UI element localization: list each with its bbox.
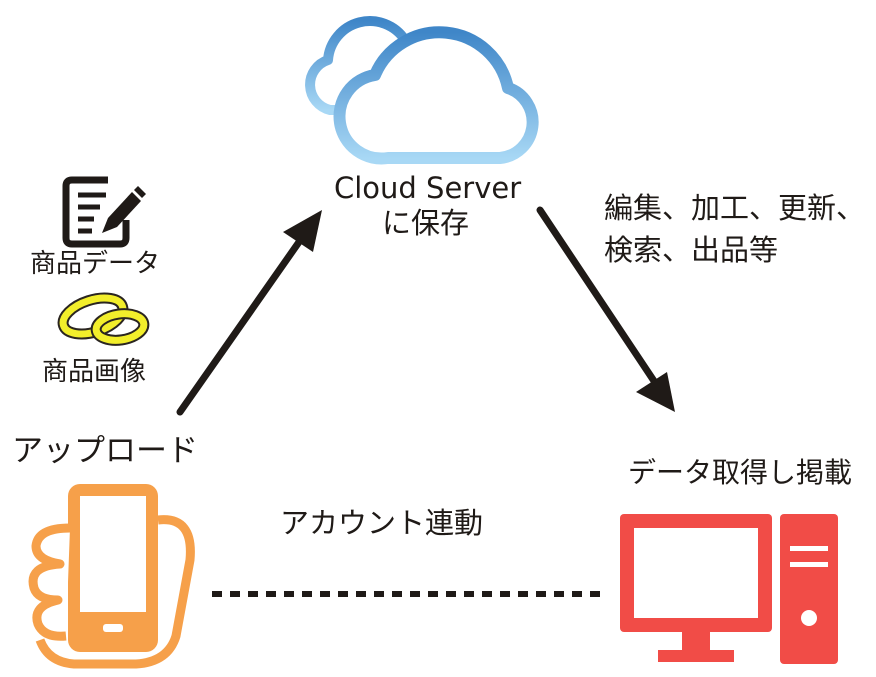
- document-edit-icon: [62, 176, 146, 248]
- cloud-label-line2: に保存: [382, 206, 470, 240]
- account-link-label: アカウント連動: [280, 506, 484, 540]
- upload-label: アップロード: [12, 433, 198, 469]
- processing-label-line1: 編集、加工、更新、: [604, 191, 866, 225]
- rings-icon: [57, 292, 150, 346]
- cloud-label-line1: Cloud Server: [334, 171, 522, 205]
- upload-arrow: [176, 210, 322, 416]
- fetch-publish-label: データ取得し掲載: [628, 456, 853, 489]
- processing-label-line2: 検索、出品等: [604, 233, 779, 267]
- cloud-icon: [305, 16, 539, 165]
- desktop-computer-icon: [620, 514, 838, 664]
- product-data-label: 商品データ: [30, 249, 161, 279]
- smartphone-hand-icon: [28, 484, 195, 669]
- product-image-label: 商品画像: [42, 357, 147, 387]
- fetch-arrow: [536, 206, 675, 412]
